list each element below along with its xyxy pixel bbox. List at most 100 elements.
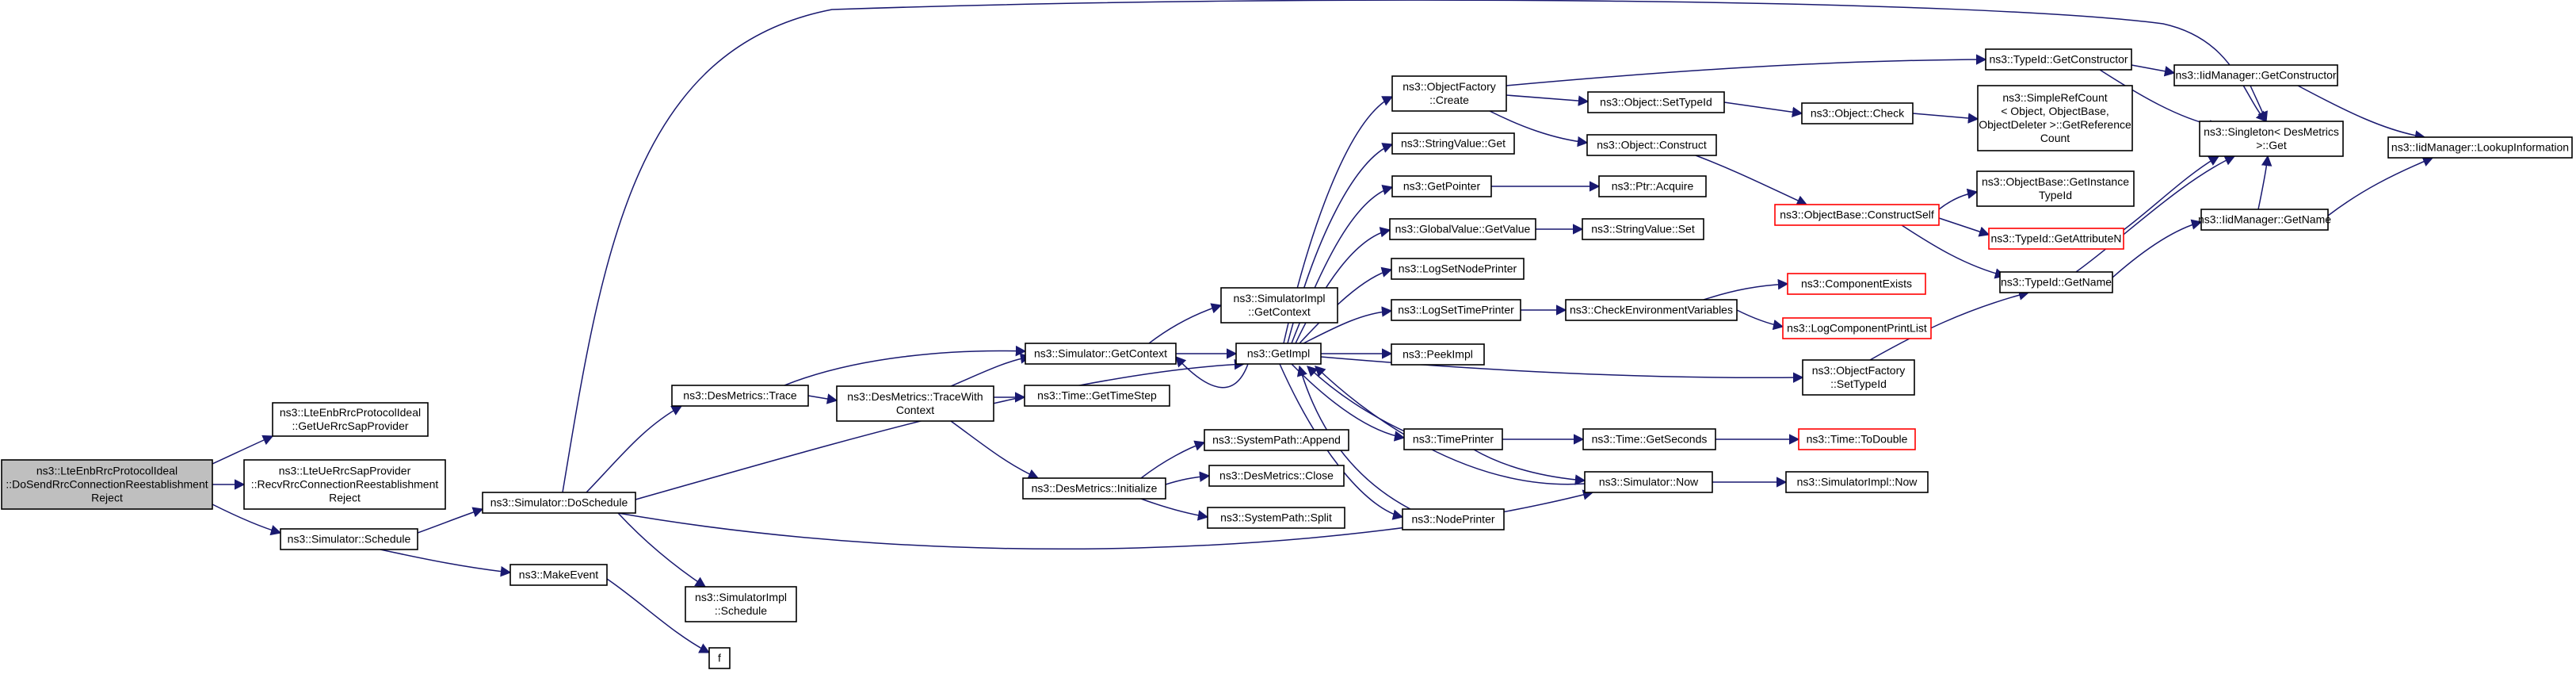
node-box — [509, 564, 608, 586]
node-box — [2173, 64, 2338, 86]
edge-makeEvent-to-f — [606, 578, 711, 653]
node-objFactoryCreate[interactable]: ns3::ObjectFactory::Create — [1391, 75, 1507, 112]
node-label-line: ns3::ObjectFactory — [1812, 364, 1906, 377]
node-getPointer[interactable]: ns3::GetPointer — [1391, 175, 1492, 197]
node-label-line: Reject — [329, 492, 361, 504]
node-simGetContext[interactable]: ns3::Simulator::GetContext — [1025, 343, 1177, 365]
edge-root-to-schedule — [212, 504, 282, 536]
node-label-line: ns3::PeekImpl — [1402, 348, 1473, 361]
node-typeIdGetAttrN[interactable]: ns3::TypeId::GetAttributeN — [1988, 228, 2124, 250]
node-root[interactable]: ns3::LteEnbRrcProtocolIdeal::DoSendRrcCo… — [1, 459, 213, 510]
node-label-line: ns3::SimulatorImpl — [695, 591, 787, 603]
node-singletonGet[interactable]: ns3::Singleton< DesMetrics >::Get — [2199, 121, 2344, 157]
node-logComponentPrint[interactable]: ns3::LogComponentPrintList — [1782, 317, 1932, 339]
edge-typeIdGetCtor-to-iidGetCtor — [2131, 64, 2176, 77]
node-iidGetName[interactable]: ns3::IidManager::GetName — [2198, 209, 2331, 231]
edge-doSchedule-to-desTrace — [586, 405, 683, 493]
node-timeGetTimeStep[interactable]: ns3::Time::GetTimeStep — [1024, 385, 1170, 407]
node-box — [1582, 428, 1716, 450]
node-box — [1220, 287, 1338, 324]
node-label-line: ns3::LogSetTimePrinter — [1398, 304, 1514, 316]
edge-objBaseConstructSelf-to-objBaseGetInstance — [1938, 188, 1979, 210]
edge-simGetContext-to-implGetContext — [1148, 303, 1223, 344]
node-label-line: ns3::Simulator::GetContext — [1034, 347, 1167, 360]
node-simpleRefCount[interactable]: ns3::SimpleRefCount< Object, ObjectBase,… — [1977, 85, 2133, 151]
node-objConstruct[interactable]: ns3::Object::Construct — [1586, 134, 1717, 156]
node-box — [2387, 136, 2573, 159]
node-getImpl[interactable]: ns3::GetImpl — [1235, 343, 1322, 365]
node-label-line: ObjectDeleter >::GetReference — [1979, 118, 2131, 131]
node-iidGetCtor[interactable]: ns3::IidManager::GetConstructor — [2173, 64, 2338, 86]
node-desClose[interactable]: ns3::DesMetrics::Close — [1208, 465, 1345, 487]
edge-iidGetName-to-singletonGet — [2257, 155, 2273, 210]
node-getUe[interactable]: ns3::LteEnbRrcProtocolIdeal::GetUeRrcSap… — [272, 402, 429, 437]
node-box — [482, 492, 636, 514]
node-strValueSet[interactable]: ns3::StringValue::Set — [1582, 218, 1704, 240]
edge-desInit-to-sysAppend — [1140, 440, 1206, 479]
node-box — [1565, 299, 1738, 321]
node-box — [836, 385, 994, 422]
node-label-line: >::Get — [2256, 139, 2287, 151]
node-timeToDouble[interactable]: ns3::Time::ToDouble — [1798, 428, 1916, 450]
edge-desInit-to-sysSplit — [1140, 498, 1209, 521]
node-box — [1802, 359, 1915, 396]
node-box — [1584, 471, 1713, 493]
node-recv[interactable]: ns3::LteUeRrcSapProvider::RecvRrcConnect… — [243, 459, 446, 510]
node-label-line: ns3::Object::Check — [1811, 107, 1905, 120]
node-label-line: ns3::IidManager::GetName — [2198, 213, 2331, 226]
node-logSetTime[interactable]: ns3::LogSetTimePrinter — [1391, 299, 1521, 321]
edge-typeIdGetName-to-singletonGet — [2075, 155, 2236, 273]
node-schedule[interactable]: ns3::Simulator::Schedule — [280, 528, 418, 550]
node-label-line: ::GetContext — [1248, 305, 1311, 318]
node-box — [1235, 343, 1322, 365]
node-box — [1391, 175, 1492, 197]
node-label-line: ns3::DesMetrics::TraceWith — [847, 390, 983, 403]
node-label-line: ::SetTypeId — [1830, 377, 1887, 390]
node-implSchedule[interactable]: ns3::SimulatorImpl::Schedule — [685, 586, 797, 622]
node-objCheck[interactable]: ns3::Object::Check — [1801, 102, 1914, 124]
node-box — [671, 385, 809, 407]
node-globalValueGet[interactable]: ns3::GlobalValue::GetValue — [1389, 218, 1536, 240]
node-implNow[interactable]: ns3::SimulatorImpl::Now — [1785, 471, 1929, 493]
node-ofSetTypeId[interactable]: ns3::ObjectFactory::SetTypeId — [1802, 359, 1915, 396]
node-timeGetSeconds[interactable]: ns3::Time::GetSeconds — [1582, 428, 1716, 450]
node-objSetTypeId[interactable]: ns3::Object::SetTypeId — [1587, 91, 1725, 113]
edge-objBaseConstructSelf-to-typeIdGetAttrN — [1938, 217, 1990, 237]
node-desInit[interactable]: ns3::DesMetrics::Initialize — [1022, 477, 1166, 500]
node-sysAppend[interactable]: ns3::SystemPath::Append — [1204, 429, 1349, 451]
node-f[interactable]: f — [708, 647, 731, 669]
node-makeEvent[interactable]: ns3::MakeEvent — [509, 564, 608, 586]
node-nodePrinter[interactable]: ns3::NodePrinter — [1402, 508, 1505, 530]
node-label-line: ns3::SystemPath::Append — [1212, 434, 1341, 446]
node-peekImpl[interactable]: ns3::PeekImpl — [1391, 343, 1485, 366]
node-box — [1782, 317, 1932, 339]
node-strValueGet[interactable]: ns3::StringValue::Get — [1391, 132, 1515, 155]
node-box — [1598, 175, 1707, 197]
edge-typeIdGetName-to-iidGetName — [2112, 219, 2203, 278]
node-desTrace[interactable]: ns3::DesMetrics::Trace — [671, 385, 809, 407]
node-implGetContext[interactable]: ns3::SimulatorImpl::GetContext — [1220, 287, 1338, 324]
node-componentExists[interactable]: ns3::ComponentExists — [1787, 273, 1926, 295]
node-checkEnv[interactable]: ns3::CheckEnvironmentVariables — [1565, 299, 1738, 321]
node-label-line: ns3::TypeId::GetAttributeN — [1991, 232, 2122, 245]
node-label-line: Reject — [91, 492, 123, 504]
node-box — [1977, 85, 2133, 151]
node-logSetNode[interactable]: ns3::LogSetNodePrinter — [1391, 258, 1525, 280]
edge-doSchedule-to-implSchedule — [617, 512, 707, 588]
node-sysSplit[interactable]: ns3::SystemPath::Split — [1207, 507, 1345, 529]
node-label-line: ns3::SimpleRefCount — [2002, 91, 2107, 104]
node-simNow[interactable]: ns3::Simulator::Now — [1584, 471, 1713, 493]
node-objBaseConstructSelf[interactable]: ns3::ObjectBase::ConstructSelf — [1774, 204, 1940, 226]
node-box — [1403, 428, 1503, 450]
node-timePrinter[interactable]: ns3::TimePrinter — [1403, 428, 1503, 450]
node-iidLookup[interactable]: ns3::IidManager::LookupInformation — [2387, 136, 2573, 159]
node-doSchedule[interactable]: ns3::Simulator::DoSchedule — [482, 492, 636, 514]
node-label-line: ns3::ObjectFactory — [1402, 80, 1496, 93]
node-typeIdGetCtor[interactable]: ns3::TypeId::GetConstructor — [1985, 48, 2132, 71]
node-box — [1988, 228, 2124, 250]
edge-getImpl-to-simGetContext — [1175, 356, 1249, 389]
node-ptrAcquire[interactable]: ns3::Ptr::Acquire — [1598, 175, 1707, 197]
node-typeIdGetName[interactable]: ns3::TypeId::GetName — [1999, 271, 2113, 293]
